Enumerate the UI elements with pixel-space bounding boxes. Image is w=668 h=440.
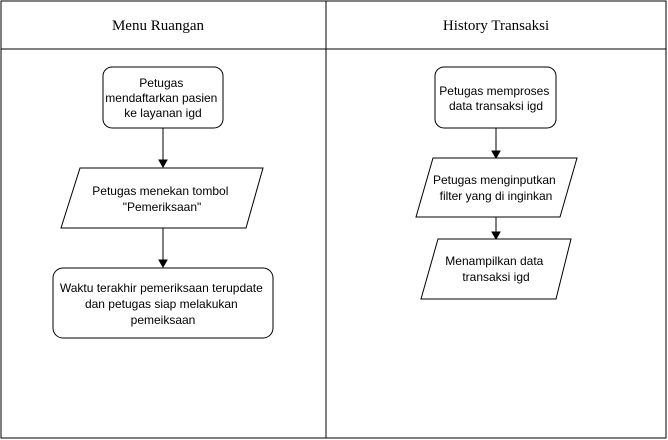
node-n2-line-1: Petugas menekan tombol: [92, 184, 228, 198]
node-n6-label: Menampilkan data transaksi igd: [445, 254, 546, 284]
node-n3-label: Waktu terakhir pemeriksaan terupdate dan…: [60, 281, 266, 327]
node-n3-line-3: pemeiksaan: [131, 313, 196, 327]
node-n5-line-1: Petugas menginputkan: [433, 173, 556, 187]
node-n6-line-2: transaksi igd: [462, 270, 529, 284]
node-n6-line-1: Menampilkan data: [445, 254, 543, 268]
node-n6-shape: [420, 238, 572, 300]
node-n3-shape: [52, 267, 274, 339]
node-n1: Petugas mendaftarkan pasien ke layanan i…: [102, 66, 224, 129]
node-n5-label: Petugas menginputkan filter yang di ingi…: [433, 173, 559, 203]
node-n3-line-2: dan petugas siap melakukan: [85, 297, 238, 311]
node-n1-shape: [102, 66, 224, 129]
node-n2-line-2: "Pemeriksaan": [123, 200, 202, 214]
node-n1-label: Petugas mendaftarkan pasien ke layanan i…: [105, 76, 220, 120]
node-n6: Menampilkan data transaksi igd: [420, 238, 572, 300]
edge-n5-n6: [491, 217, 501, 241]
node-n2-label: Petugas menekan tombol "Pemeriksaan": [92, 184, 231, 214]
node-n1-line-3: ke layanan igd: [124, 106, 201, 120]
node-n3: Waktu terakhir pemeriksaan terupdate dan…: [52, 267, 274, 339]
node-n4-line-1: Petugas memproses: [439, 84, 549, 98]
node-n2: Petugas menekan tombol "Pemeriksaan": [60, 167, 264, 229]
node-n4-line-2: data transaksi igd: [449, 99, 543, 113]
node-n1-line-2: mendaftarkan pasien: [105, 91, 217, 105]
node-n4-label: Petugas memproses data transaksi igd: [439, 84, 552, 113]
edge-n1-n2: [158, 128, 168, 169]
lane-title-history-transaksi: History Transaksi: [443, 18, 549, 34]
node-n5: Petugas menginputkan filter yang di ingi…: [415, 157, 578, 218]
node-n4: Petugas memproses data transaksi igd: [434, 66, 557, 129]
node-n4-shape: [434, 66, 557, 129]
node-n3-line-1: Waktu terakhir pemeriksaan terupdate: [60, 281, 263, 295]
node-n2-shape: [60, 167, 264, 229]
edge-n2-n3: [158, 228, 168, 269]
lane-title-menu-ruangan: Menu Ruangan: [112, 18, 205, 34]
node-n1-line-1: Petugas: [139, 76, 183, 90]
node-n5-line-2: filter yang di inginkan: [440, 189, 553, 203]
edge-n4-n5: [491, 128, 501, 160]
node-n5-shape: [415, 157, 578, 218]
